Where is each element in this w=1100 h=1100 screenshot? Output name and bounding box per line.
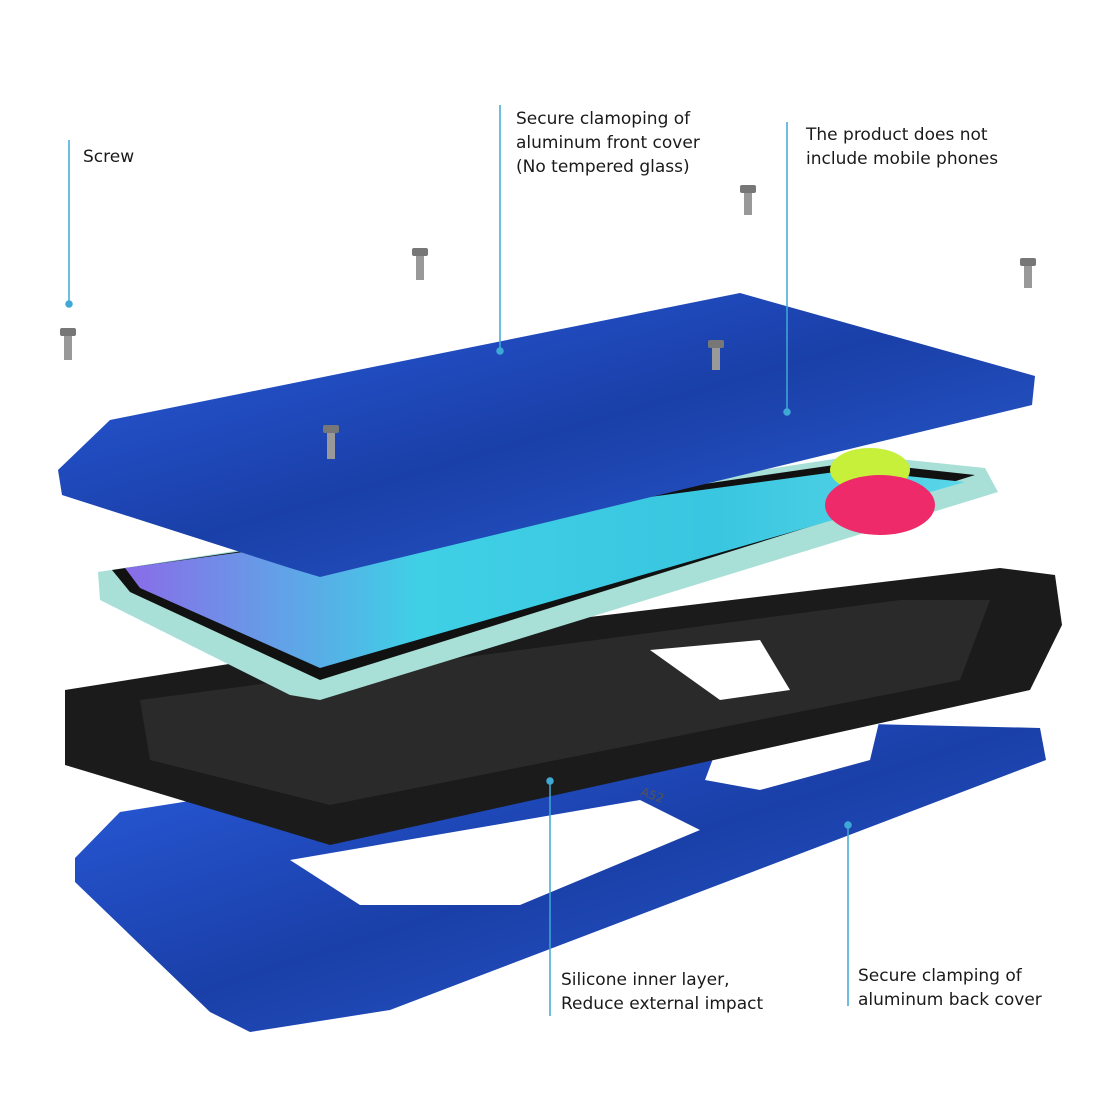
callout-no-phone: The product does not include mobile phon… [806,125,999,169]
screws [60,185,1036,459]
callout-back-cover: Secure clamping of aluminum back cover [858,966,1042,1010]
silicone-inner-layer: A52 [65,568,1062,845]
mobile-phone [98,448,998,700]
screw-icon [60,328,76,360]
screw-icon [412,248,428,280]
screw-icon [740,185,756,215]
screw-icon [708,340,724,370]
screw-icon [323,425,339,459]
callout-front-cover: Secure clamoping of aluminum front cover… [516,109,700,177]
screw-icon [1020,258,1036,288]
callout-screw: Screw [83,147,135,167]
callout-lines [65,105,852,1016]
aluminum-front-cover [58,293,1035,577]
callout-silicone: Silicone inner layer, Reduce external im… [561,970,764,1014]
